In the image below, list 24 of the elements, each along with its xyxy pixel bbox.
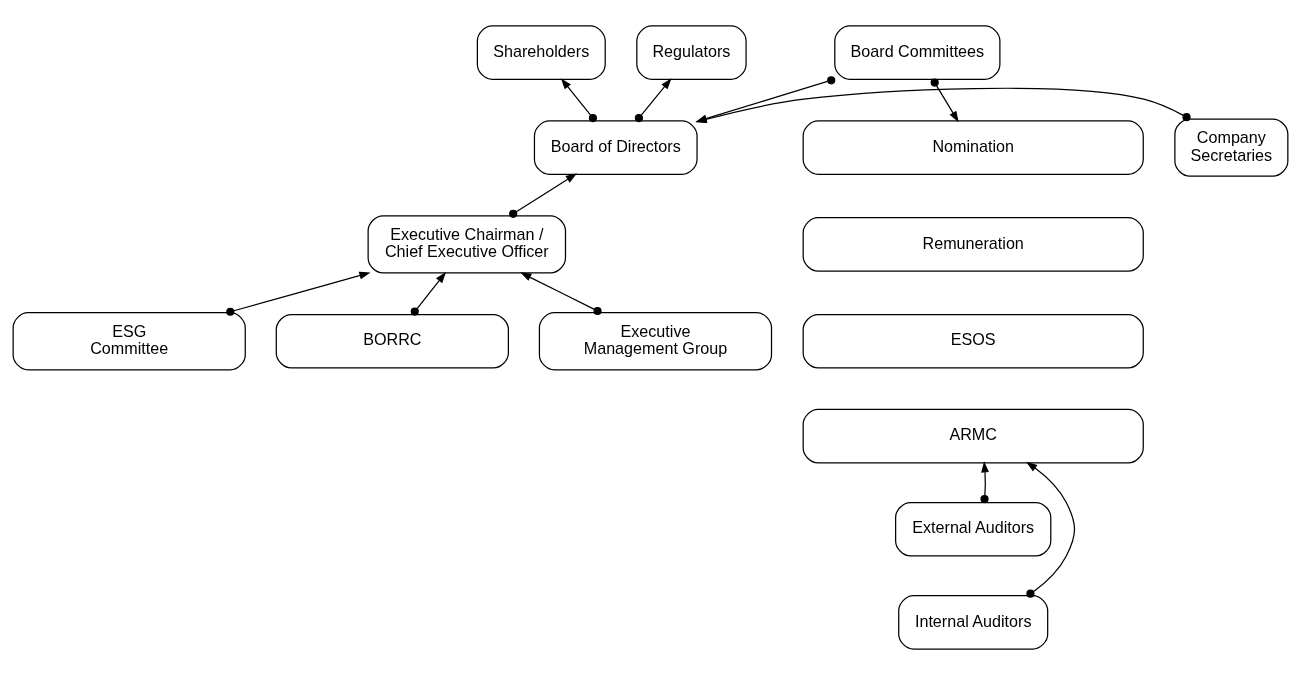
- node-box: Shareholders: [476, 25, 606, 80]
- node-box: ESG Committee: [12, 312, 246, 371]
- node-box: Executive Chairman / Chief Executive Officer: [367, 215, 567, 274]
- arrow: [634, 78, 672, 123]
- node-box: Board Committees: [834, 25, 1001, 80]
- arrow: [410, 271, 447, 316]
- arrow: [226, 271, 371, 316]
- arrow: [930, 78, 959, 123]
- arrow: [1026, 461, 1076, 598]
- node-box: Regulators: [636, 25, 747, 80]
- node-box: External Auditors: [895, 501, 1052, 557]
- node-box: Board of Directors: [533, 120, 698, 175]
- node-box: Internal Auditors: [898, 595, 1049, 650]
- node-box: Company Secretaries: [1174, 118, 1289, 177]
- arrow: [509, 173, 578, 218]
- arrow: [980, 461, 989, 504]
- node-box: BORRC: [275, 313, 509, 369]
- node-box: Nomination: [802, 120, 1144, 175]
- arrow: [560, 78, 598, 123]
- node-box: Executive Management Group: [538, 312, 773, 371]
- node-box: Remuneration: [802, 217, 1144, 272]
- arrow: [520, 272, 602, 316]
- node-box: ESOS: [802, 313, 1144, 369]
- node-box: ARMC: [802, 408, 1144, 464]
